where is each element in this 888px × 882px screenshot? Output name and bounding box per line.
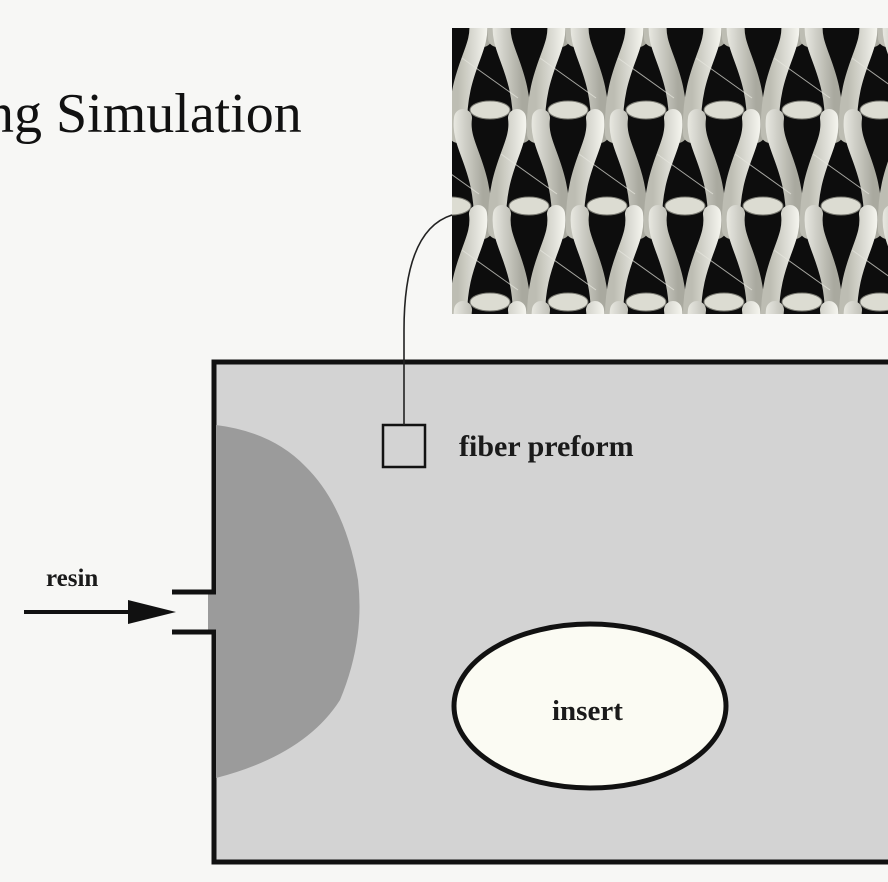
knitted-fabric-image	[452, 28, 888, 314]
fiber-preform-photo	[452, 28, 888, 314]
stray-fiber	[695, 57, 753, 99]
stray-fiber	[773, 249, 831, 291]
stray-fiber	[851, 249, 888, 277]
yarn-crossing	[469, 292, 511, 312]
stray-fiber	[656, 153, 714, 195]
stray-fiber	[734, 153, 792, 195]
stray-fiber	[539, 57, 597, 99]
stray-fiber	[617, 249, 675, 291]
yarn-crossing	[547, 292, 589, 312]
yarn-crossing	[664, 196, 706, 216]
yarn-crossing	[742, 196, 784, 216]
slide-title: ng Simulation	[0, 83, 302, 145]
stray-fiber	[812, 153, 870, 195]
yarn-crossing	[820, 196, 862, 216]
resin-flow-front	[216, 425, 360, 778]
yarn-crossing	[859, 292, 888, 312]
stray-fiber	[539, 249, 597, 291]
yarn-crossing	[859, 100, 888, 120]
insert-shape	[451, 621, 729, 791]
inlet-gate	[208, 592, 222, 632]
stray-fiber	[461, 249, 519, 291]
yarn-crossing	[586, 196, 628, 216]
yarn-crossing	[703, 292, 745, 312]
stray-fiber	[773, 57, 831, 99]
stray-fiber	[851, 57, 888, 85]
stray-fiber	[452, 174, 480, 195]
yarn-crossing	[547, 100, 589, 120]
yarn-crossing	[625, 292, 667, 312]
yarn-crossing	[508, 196, 550, 216]
stray-fiber	[578, 153, 636, 195]
yarn-crossing	[703, 100, 745, 120]
yarn-crossing	[452, 196, 472, 216]
stray-fiber	[461, 57, 519, 99]
resin-label: resin	[46, 565, 99, 592]
yarn-crossing	[625, 100, 667, 120]
yarn-crossing	[469, 100, 511, 120]
preform-leader-line	[403, 214, 453, 425]
stray-fiber	[500, 153, 558, 195]
yarn-crossing	[781, 100, 823, 120]
yarn-crossing	[781, 292, 823, 312]
insert-label: insert	[552, 695, 623, 727]
stray-fiber	[695, 249, 753, 291]
fiber-preform-label: fiber preform	[459, 430, 634, 463]
resin-arrow-head	[128, 600, 176, 624]
stray-fiber	[617, 57, 675, 99]
